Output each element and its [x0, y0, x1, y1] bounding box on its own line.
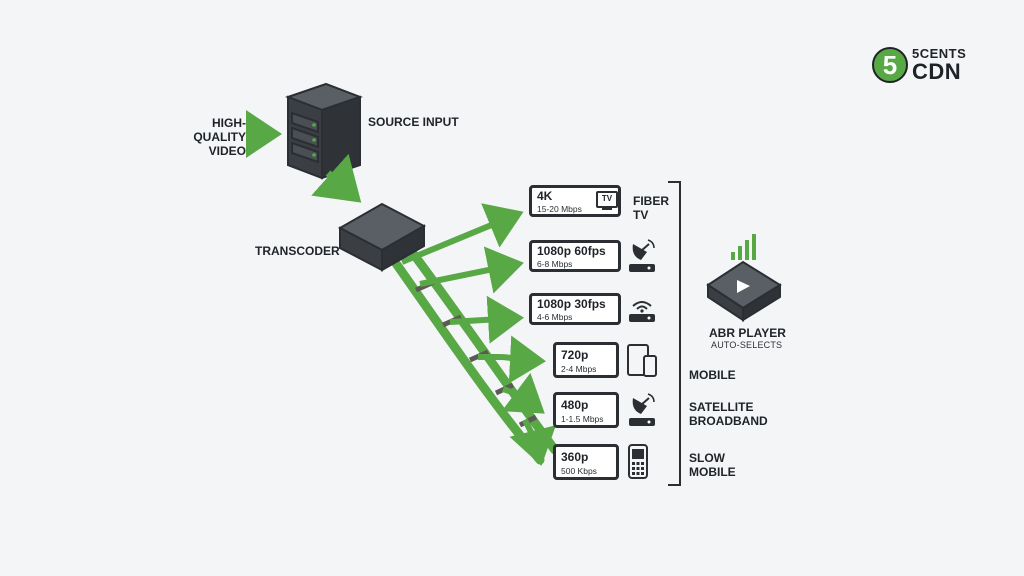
rendition-bitrate: 1-1.5 Mbps: [561, 414, 604, 424]
rendition-resolution: 1080p 30fps: [537, 297, 606, 311]
rendition-bitrate: 4-6 Mbps: [537, 312, 573, 322]
wifi-router-icon: [629, 301, 655, 322]
arrow-360p: [509, 418, 557, 466]
side-label-fiber-tv: FIBER TV: [633, 194, 669, 222]
input-label: HIGH-QUALITY VIDEO: [193, 116, 246, 158]
logo-badge-icon: [872, 47, 908, 83]
rendition-arrows: [400, 203, 557, 466]
rendition-1080p30: 1080p 30fps 4-6 Mbps: [529, 293, 621, 325]
rendition-resolution: 360p: [561, 450, 589, 464]
abr-player-subtitle: AUTO-SELECTS: [711, 340, 783, 350]
rendition-resolution: 1080p 60fps: [537, 244, 606, 258]
side-label-mobile: MOBILE: [689, 368, 736, 382]
rendition-720p: 720p 2-4 Mbps: [553, 342, 619, 378]
rendition-4k: 4K 15-20 Mbps TV: [529, 185, 621, 217]
abr-player-icon: [706, 260, 782, 322]
logo-line1: 5CENTS: [912, 46, 967, 61]
transcoder-label: TRANSCODER: [255, 244, 340, 258]
arrow-720p: [478, 335, 546, 384]
rendition-bitrate: 15-20 Mbps: [537, 204, 582, 214]
rendition-bitrate: 500 Kbps: [561, 466, 597, 476]
tv-icon-text: TV: [601, 194, 613, 203]
signal-bars-icon: [731, 234, 756, 260]
transcoder-box-icon: [337, 202, 427, 272]
arrow-1080p60: [419, 246, 524, 294]
rendition-bitrate: 6-8 Mbps: [537, 259, 573, 269]
arrow-480p: [501, 372, 545, 414]
side-label-slow-mobile: SLOW MOBILE: [689, 451, 736, 479]
rendition-360p: 360p 500 Kbps: [553, 444, 619, 480]
source-to-transcoder-arrow: [311, 153, 362, 203]
outputs-bracket: [668, 181, 681, 486]
rendition-1080p60: 1080p 60fps 6-8 Mbps: [529, 240, 621, 272]
logo-line2: CDN: [912, 59, 962, 84]
side-label-satellite: SATELLITE BROADBAND: [689, 400, 768, 428]
rendition-resolution: 720p: [561, 348, 589, 362]
satellite-dish-icon: [629, 239, 655, 272]
source-server-icon: [285, 82, 363, 180]
rendition-resolution: 480p: [561, 398, 589, 412]
satellite-dish-icon: [629, 393, 655, 426]
arrow-1080p30: [449, 295, 524, 344]
abr-player-title: ABR PLAYER: [709, 326, 786, 340]
arrow-4k: [400, 203, 524, 265]
rendition-480p: 480p 1-1.5 Mbps: [553, 392, 619, 428]
phone-icon: [628, 444, 648, 479]
tablet-phone-icon: [627, 344, 657, 377]
source-input-label: SOURCE INPUT: [368, 115, 459, 129]
rendition-resolution: 4K: [537, 189, 553, 203]
logo-digit: 5: [882, 50, 898, 80]
tv-icon: TV: [596, 191, 618, 210]
logo: 5 5CENTS CDN: [872, 47, 982, 87]
rendition-bitrate: 2-4 Mbps: [561, 364, 597, 374]
